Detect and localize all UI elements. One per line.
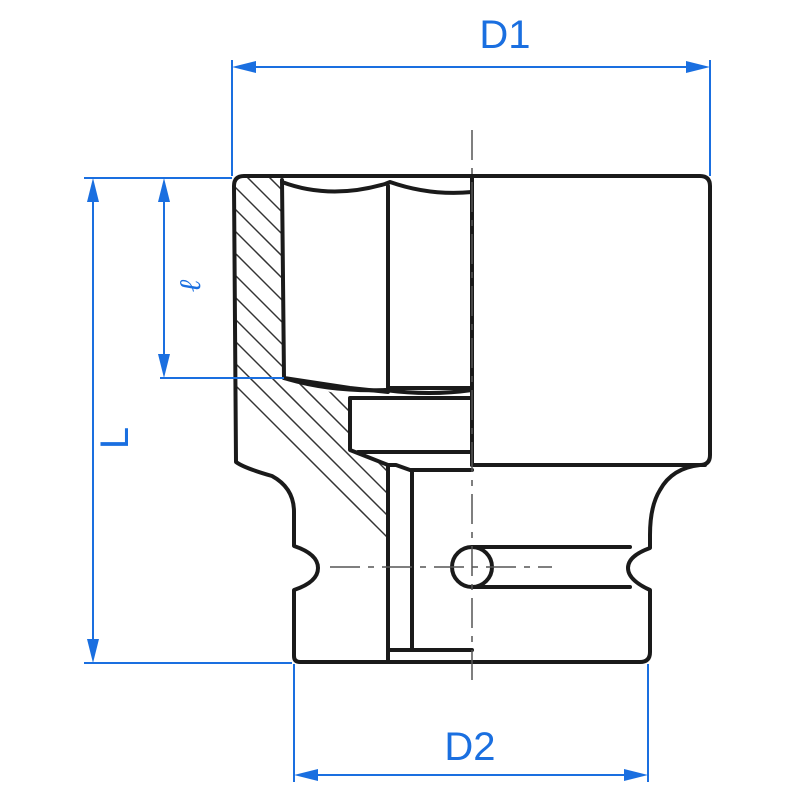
hatch-line — [638, 150, 800, 710]
d1-arrow-left — [232, 61, 256, 73]
hatch-line — [329, 178, 388, 662]
d1-dimension: D1 — [231, 13, 711, 176]
hatch-line — [726, 150, 800, 710]
drive-cavity — [386, 463, 474, 662]
hatch-line — [660, 150, 800, 710]
hatch-line — [770, 150, 800, 710]
hatch-line — [792, 150, 800, 710]
l-label: L — [93, 427, 137, 449]
hatch-line — [236, 178, 388, 662]
hatch-line — [285, 178, 388, 662]
hatch-line — [748, 150, 800, 710]
hatch-line — [236, 178, 388, 662]
hatch-line — [236, 178, 388, 662]
hatch-line — [241, 178, 388, 662]
d2-dimension: D2 — [293, 664, 649, 782]
hatch-line — [440, 150, 800, 710]
hatch-line — [704, 150, 800, 710]
hatch-line — [351, 178, 388, 662]
step-ledge — [348, 396, 474, 467]
l-arrow-top — [87, 178, 99, 202]
hatch-line — [236, 178, 388, 662]
small-l-label: ℓ — [173, 279, 208, 292]
hatch-line — [572, 150, 800, 710]
small-l-arrow-bottom — [158, 354, 170, 378]
hex-top-edge — [280, 180, 474, 195]
hatch-line — [236, 178, 388, 662]
hatch-line — [594, 150, 800, 710]
small-l-arrow-top — [158, 178, 170, 202]
hatch-line — [506, 150, 800, 710]
hatch-line — [396, 150, 800, 710]
d2-label: D2 — [444, 725, 495, 769]
d1-arrow-right — [686, 61, 710, 73]
d2-arrow-left — [294, 769, 318, 781]
small-l-dimension: ℓ — [158, 178, 284, 379]
d1-label: D1 — [479, 13, 530, 57]
l-arrow-bottom — [87, 639, 99, 663]
hatch-line — [484, 150, 800, 710]
hex-bottom-curve — [282, 376, 474, 395]
hatch-line — [550, 150, 800, 710]
hatch-line — [418, 150, 800, 710]
hatch-line — [373, 178, 388, 662]
hatch-line — [236, 178, 388, 662]
d2-arrow-right — [624, 769, 648, 781]
hatch-line — [307, 178, 388, 662]
hatch-line — [263, 178, 388, 662]
hatch-line — [236, 178, 388, 662]
hatch-line — [528, 150, 800, 710]
hatch-line — [682, 150, 800, 710]
hatch-line — [236, 178, 388, 662]
hex-bore — [280, 178, 474, 394]
hatch-line — [462, 150, 800, 710]
l-dimension: L — [84, 177, 292, 664]
